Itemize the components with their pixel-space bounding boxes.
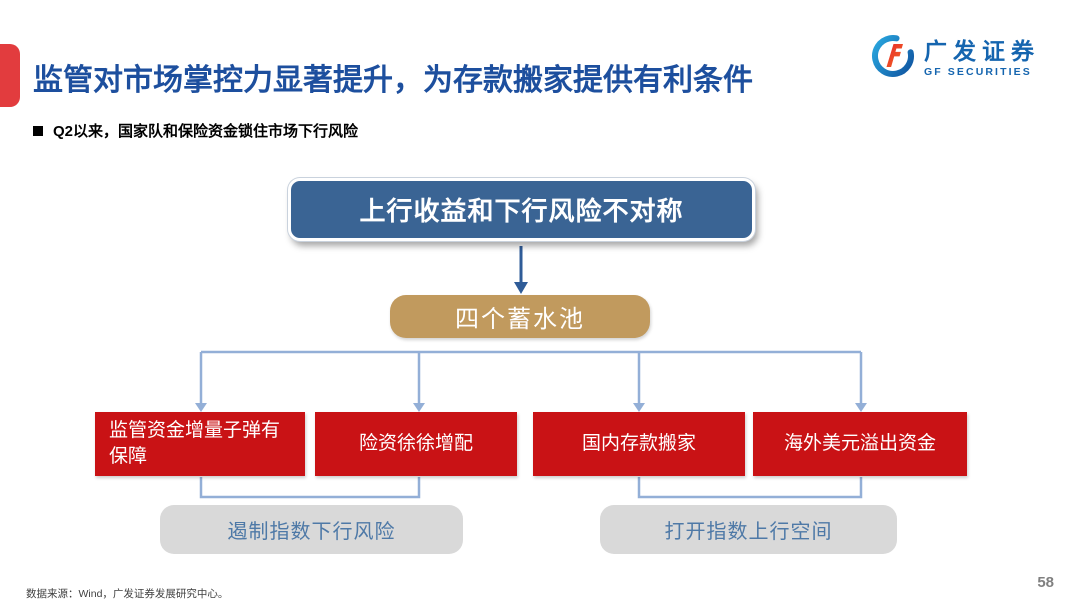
hub-node-four-reservoirs: 四个蓄水池 xyxy=(390,295,650,338)
data-source-note: 数据来源：Wind，广发证券发展研究中心。 xyxy=(26,588,229,600)
section-bullet: Q2以来，国家队和保险资金锁住市场下行风险 xyxy=(33,120,358,141)
branch-node-regulatory-funds: 监管资金增量子弹有保障 xyxy=(95,412,305,476)
logo-en-text: GF SECURITIES xyxy=(924,65,1032,78)
root-node-asymmetric-risk: 上行收益和下行风险不对称 xyxy=(288,178,755,241)
branch-node-domestic-deposits: 国内存款搬家 xyxy=(533,412,745,476)
page-title: 监管对市场掌控力显著提升，为存款搬家提供有利条件 xyxy=(33,64,753,97)
branch-node-overseas-usd: 海外美元溢出资金 xyxy=(753,412,967,476)
title-accent-bar xyxy=(0,44,20,107)
branch-node-insurance-funds: 险资徐徐增配 xyxy=(315,412,517,476)
outcome-node-curb-downside: 遏制指数下行风险 xyxy=(160,505,463,554)
bullet-square-icon xyxy=(33,125,43,136)
company-logo: 广发证券 GF SECURITIES xyxy=(870,33,1040,84)
gf-securities-logo-icon xyxy=(870,33,916,84)
logo-cn-text: 广发证券 xyxy=(924,37,1040,64)
bullet-text: Q2以来，国家队和保险资金锁住市场下行风险 xyxy=(53,123,359,140)
page-number: 58 xyxy=(1037,574,1054,591)
logo-wordmark: 广发证券 GF SECURITIES xyxy=(924,37,1040,78)
outcome-node-open-upside: 打开指数上行空间 xyxy=(600,505,897,554)
